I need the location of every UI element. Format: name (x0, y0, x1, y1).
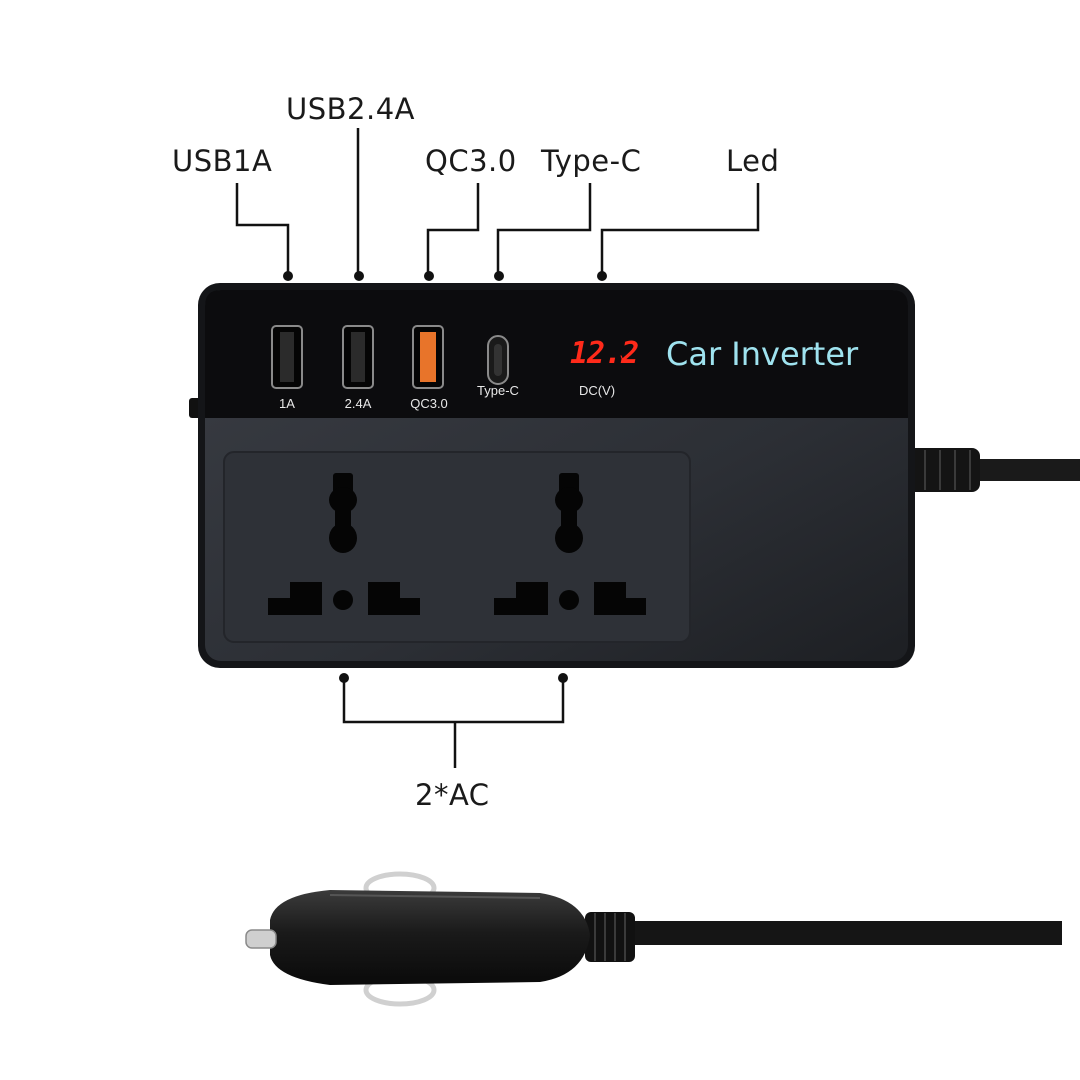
usb24a-callout: USB2.4A (286, 92, 415, 126)
qc30-callout: QC3.0 (425, 144, 517, 178)
voltage-display: 12.2 (570, 336, 639, 371)
usb-typec-port (487, 335, 509, 385)
led-callout: Led (726, 144, 780, 178)
top-panel (205, 290, 908, 418)
port-label-qc30: QC3.0 (410, 396, 448, 411)
usb-1a-port (271, 325, 303, 389)
typec-callout: Type-C (541, 144, 642, 178)
typec-leader (496, 183, 592, 275)
callout-lines (235, 128, 760, 768)
cigarette-plug (245, 871, 1062, 1007)
usb1a-callout: USB1A (172, 144, 273, 178)
qc30-leader (426, 183, 480, 275)
brand-title: Car Inverter (666, 335, 859, 373)
ac-callout: 2*AC (415, 778, 490, 812)
ac-leader (342, 678, 565, 724)
ac-outlet-1 (268, 473, 420, 615)
callout-dots (283, 271, 607, 683)
port-label-1a: 1A (279, 396, 295, 411)
ac-outlet-2 (494, 473, 646, 615)
port-label-typec: Type-C (477, 383, 519, 398)
power-cable (905, 448, 1080, 492)
usb-24a-port (342, 325, 374, 389)
voltage-label: DC(V) (578, 383, 616, 398)
port-label-24a: 2.4A (344, 396, 372, 411)
usb-qc30-port (412, 325, 444, 389)
led-leader (600, 183, 760, 275)
usb1a-leader (235, 183, 290, 275)
voltage-unit: v (620, 352, 628, 367)
